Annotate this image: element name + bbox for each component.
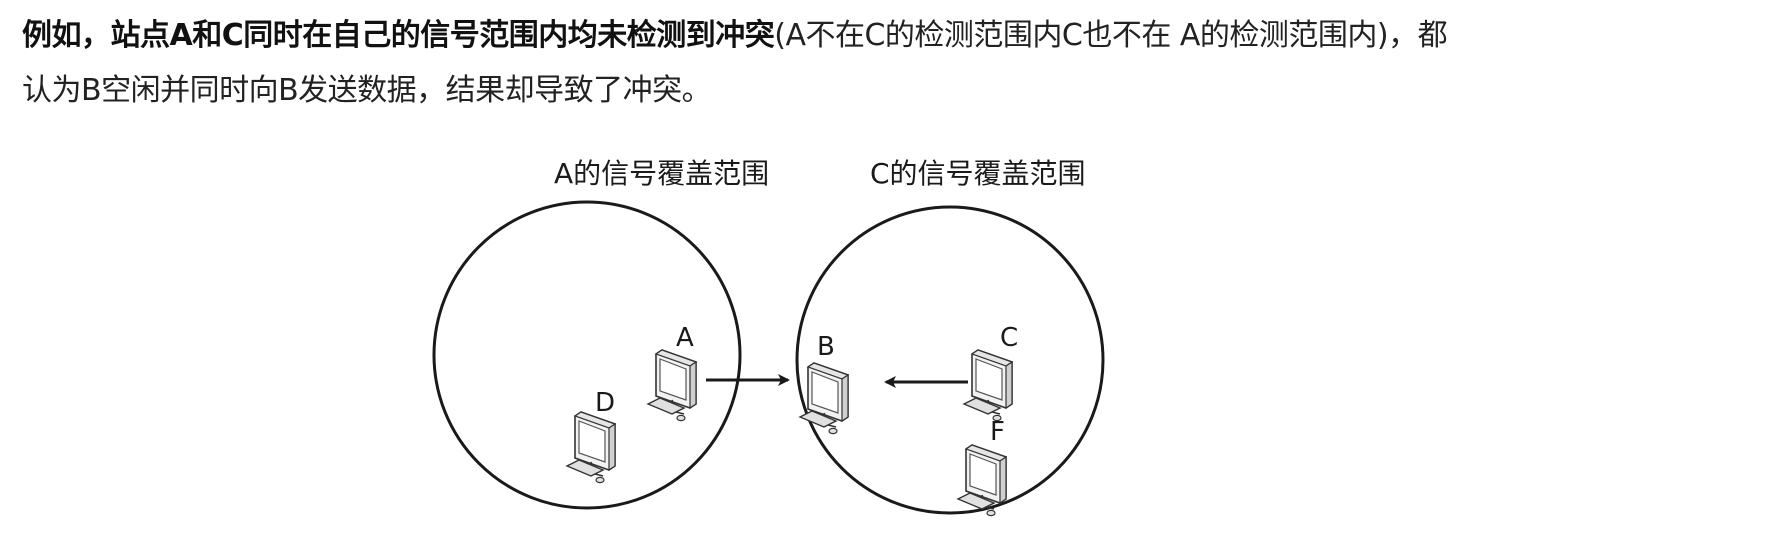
station-d-label: D xyxy=(595,388,615,418)
bold-statement: 例如，站点A和C同时在自己的信号范围内均未检测到冲突 xyxy=(22,18,775,53)
station-c-label: C xyxy=(1000,323,1018,353)
station-f-label: F xyxy=(990,417,1005,447)
c-range-label: C的信号覆盖范围 xyxy=(870,157,1086,190)
conclusion-text: 认为B空闲并同时向B发送数据，结果却导致了冲突。 xyxy=(22,73,712,108)
station-b-label: B xyxy=(817,332,835,362)
parenthetical-text: (A不在C的检测范围内C也不在 A的检测范围内)，都 xyxy=(774,18,1448,53)
station-a-label: A xyxy=(676,323,694,353)
station-b-computer-icon xyxy=(799,362,849,435)
a-range-label: A的信号覆盖范围 xyxy=(554,157,769,190)
station-d-computer-icon xyxy=(566,411,616,484)
intro-paragraph: 例如，站点A和C同时在自己的信号范围内均未检测到冲突(A不在C的检测范围内C也不… xyxy=(22,8,1752,118)
station-c-computer-icon xyxy=(963,349,1013,422)
a-coverage-circle xyxy=(432,200,742,510)
station-a-computer-icon xyxy=(647,349,697,422)
c-coverage-circle xyxy=(795,205,1105,515)
